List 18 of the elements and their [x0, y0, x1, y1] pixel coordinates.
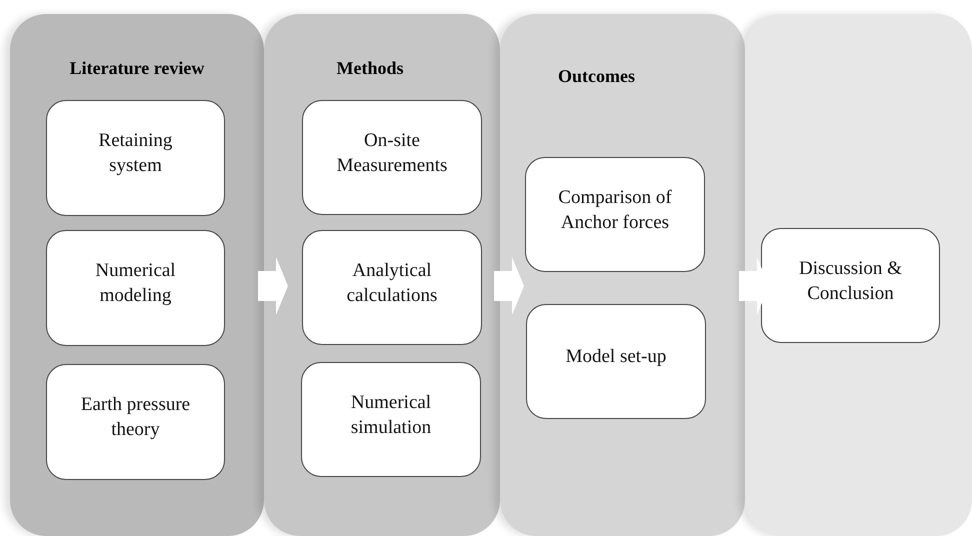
- column-heading: Outcomes: [557, 66, 636, 87]
- block-arrow: [258, 257, 288, 315]
- process-box: Model set-up: [526, 304, 706, 419]
- process-box: On-site Measurements: [302, 100, 482, 215]
- stage-column: [745, 14, 972, 536]
- process-box: Discussion & Conclusion: [761, 228, 940, 343]
- column-heading: Methods: [336, 58, 404, 79]
- stage-column: [500, 14, 745, 536]
- process-box: Earth pressure theory: [46, 364, 225, 480]
- column-heading: Literature review: [68, 58, 206, 79]
- process-box: Numerical simulation: [301, 362, 481, 477]
- process-box: Retaining system: [46, 100, 225, 216]
- process-box: Comparison of Anchor forces: [525, 157, 705, 272]
- process-box: Analytical calculations: [302, 230, 482, 345]
- stage-column: [264, 14, 500, 536]
- process-box: Numerical modeling: [46, 230, 225, 346]
- stage-column: [10, 14, 264, 536]
- block-arrow: [494, 257, 524, 315]
